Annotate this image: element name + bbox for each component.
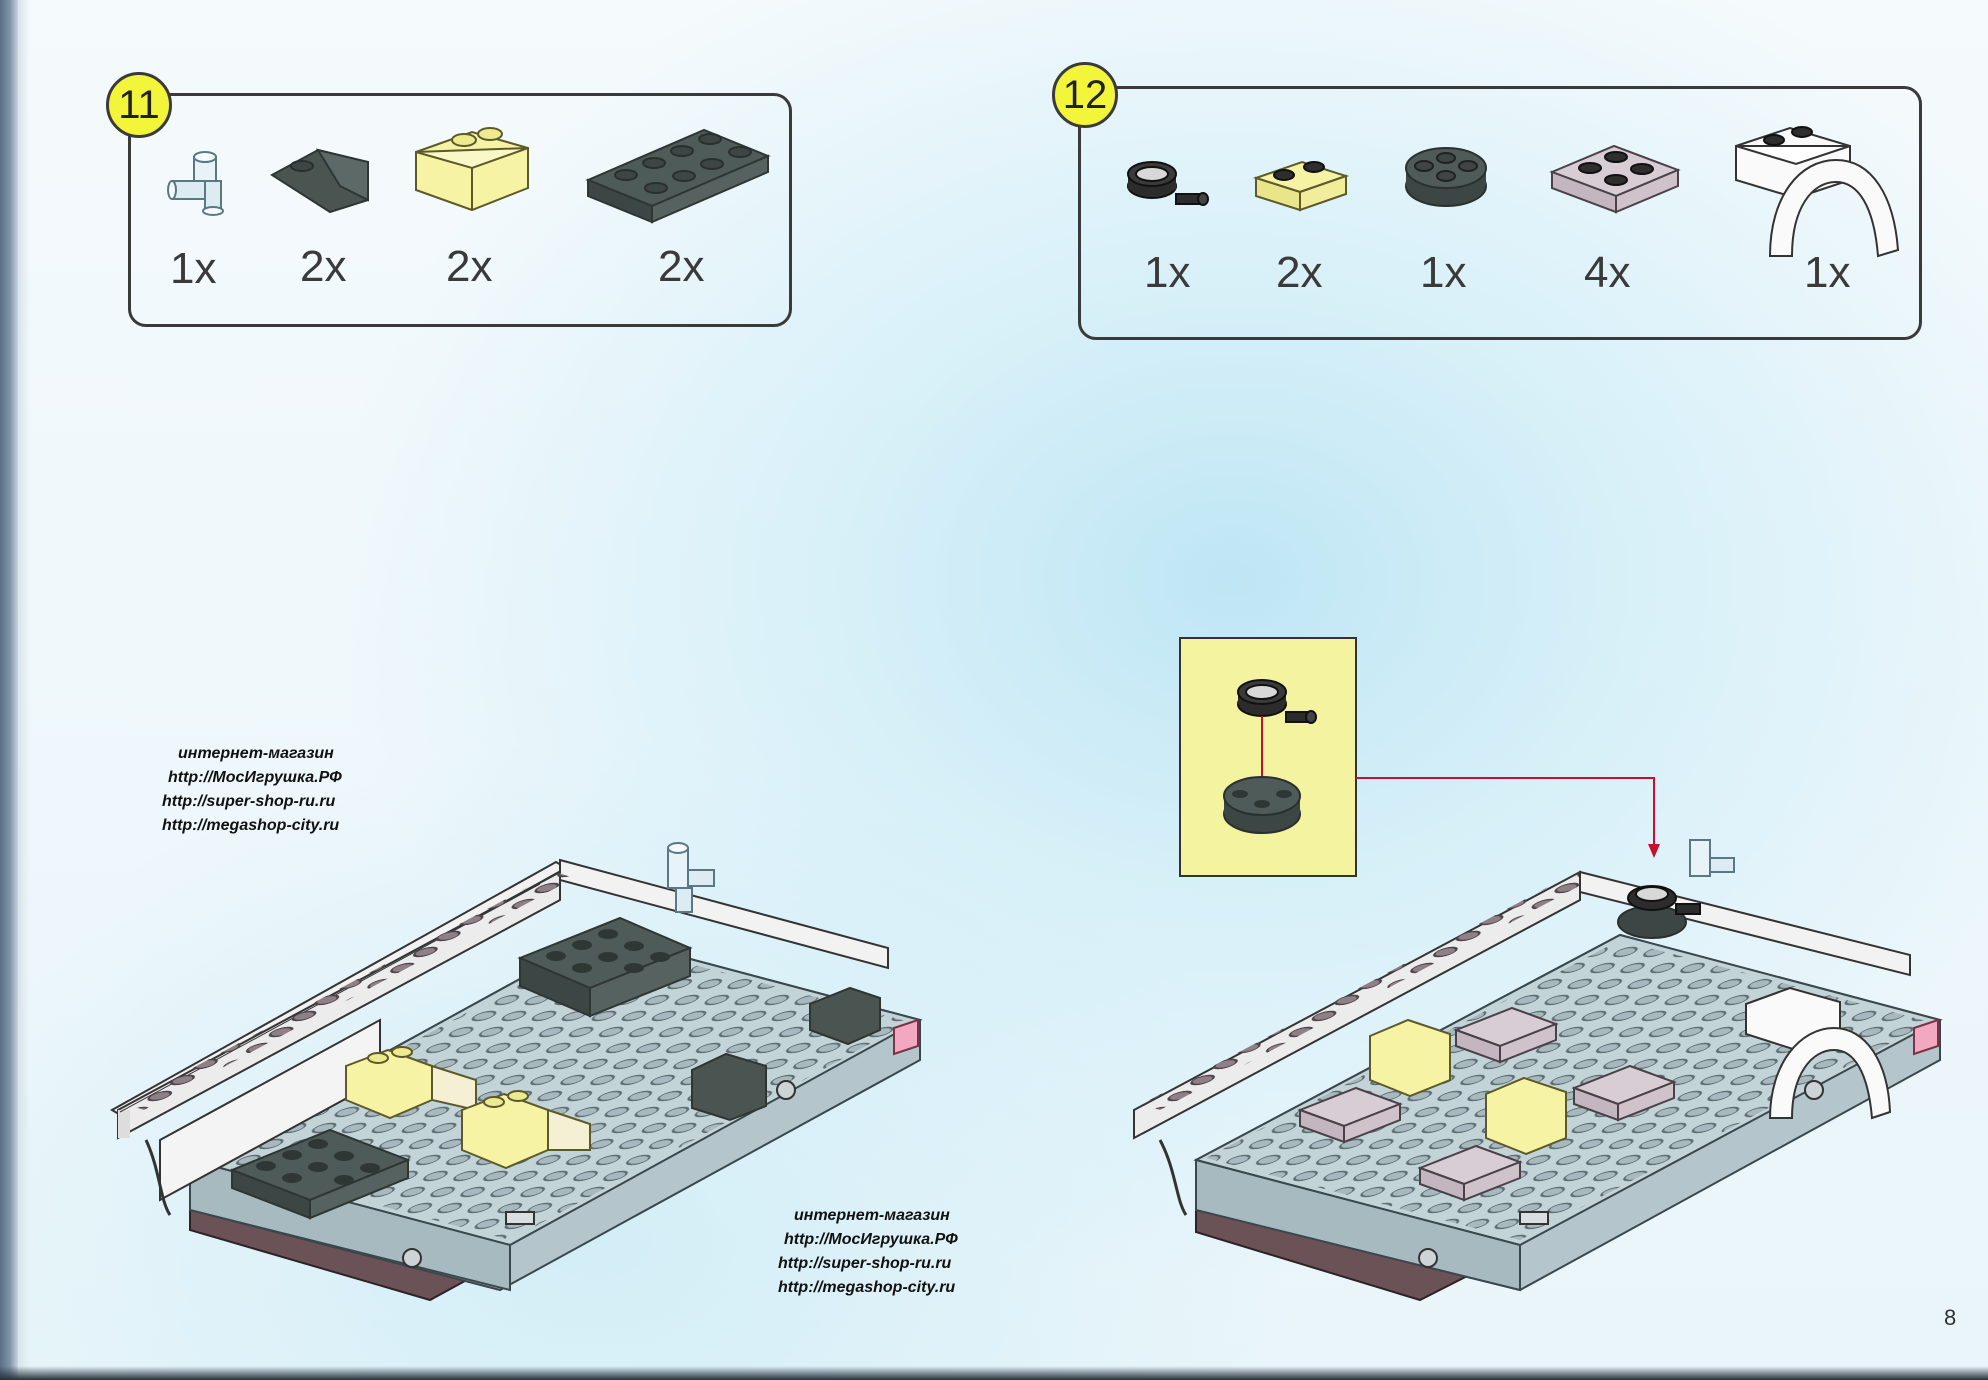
part-quantity: 2x: [446, 242, 493, 291]
yellow-slope-brick-icon: [415, 127, 529, 212]
black-ring-bracket-icon: [1127, 161, 1209, 206]
transparent-clip-placed: [667, 842, 715, 913]
step-number: 12: [1062, 72, 1108, 117]
dark-gray-plate-placed: [517, 916, 693, 1018]
part-quantity: 1x: [1144, 248, 1191, 297]
shop-watermark: интернет-магазин http://МосИгрушка.РФ ht…: [162, 742, 342, 838]
yellow-plate-1x2-icon: [1252, 160, 1350, 212]
watermark-line: http://super-shop-ru.ru: [778, 1255, 952, 1272]
step-12-assembly: [1133, 839, 1943, 1302]
step-12-parts-box: [1078, 86, 1922, 340]
part-quantity: 4x: [1584, 248, 1631, 297]
lavender-plate-placed: [1453, 1006, 1559, 1064]
white-wheel-arch-icon: [1735, 126, 1900, 258]
black-ring-placed: [1617, 885, 1701, 939]
page-number: 8: [1944, 1305, 1957, 1330]
dark-gray-round-plate-icon: [1405, 147, 1487, 207]
yellow-slope-placed: [345, 1046, 477, 1120]
book-binding: [0, 0, 18, 1380]
watermark-line: интернет-магазин: [178, 745, 334, 762]
part-quantity: 1x: [1804, 248, 1851, 297]
step-12-badge: 12: [1052, 62, 1118, 128]
part-quantity: 2x: [658, 242, 705, 291]
step-11-assembly: [110, 842, 923, 1302]
binding-shadow: [18, 0, 30, 1380]
page-bottom-edge: [0, 1366, 1988, 1380]
lavender-plate-2x2-icon: [1549, 144, 1681, 214]
lavender-plate-placed: [1417, 1144, 1523, 1202]
lavender-plate-placed: [1571, 1064, 1677, 1122]
part-quantity: 1x: [1420, 248, 1467, 297]
dark-gray-plate-2x4-icon: [585, 128, 771, 224]
yellow-slope-placed: [461, 1090, 591, 1170]
shop-watermark: интернет-магазин http://МосИгрушка.РФ ht…: [778, 1204, 958, 1300]
assembly-callout: [1179, 637, 1660, 877]
step-number: 11: [118, 82, 160, 127]
watermark-line: интернет-магазин: [794, 1207, 950, 1224]
watermark-line: http://super-shop-ru.ru: [162, 793, 336, 810]
watermark-line: http://МосИгрушка.РФ: [784, 1231, 958, 1248]
watermark-line: http://МосИгрушка.РФ: [168, 769, 342, 786]
step-11-parts-box: [128, 93, 792, 327]
part-quantity: 2x: [300, 242, 347, 291]
lavender-plate-placed: [1297, 1086, 1403, 1144]
watermark-line: http://megashop-city.ru: [162, 817, 340, 834]
part-quantity: 1x: [170, 244, 217, 293]
dark-gray-plate-placed: [229, 1128, 411, 1220]
dark-gray-slope-brick-icon: [270, 148, 369, 214]
transparent-clip-brick-icon: [167, 151, 224, 216]
step-11-badge: 11: [106, 72, 172, 138]
watermark-line: http://megashop-city.ru: [778, 1279, 956, 1296]
part-quantity: 2x: [1276, 248, 1323, 297]
